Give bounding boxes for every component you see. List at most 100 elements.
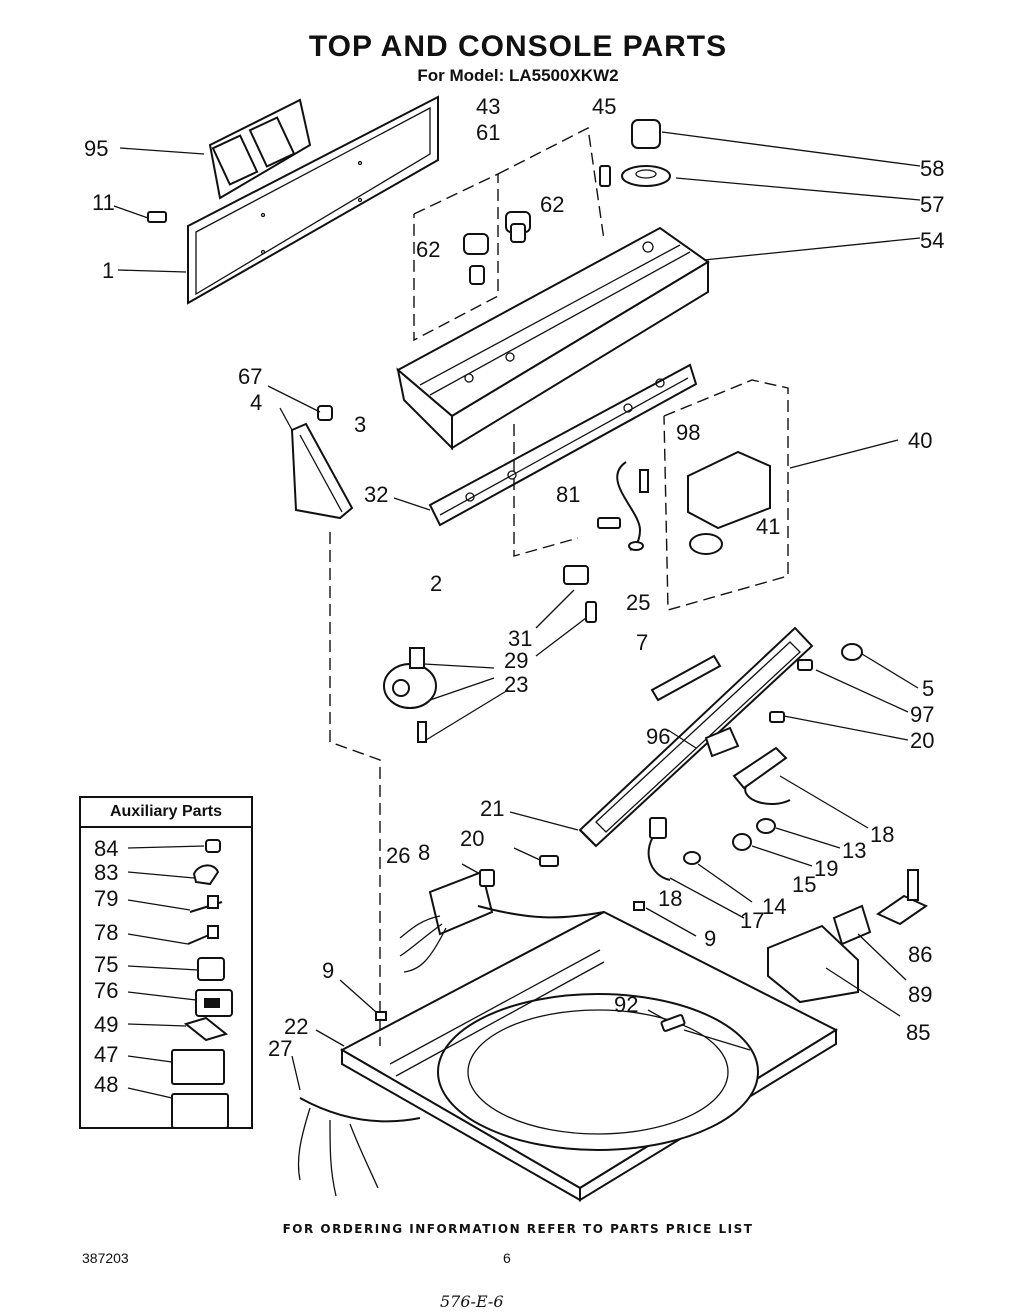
bracket-95-part [208, 98, 312, 200]
callout-label: 9 [322, 958, 334, 983]
aux-leader-lines [127, 845, 205, 1099]
callout-label: 58 [920, 156, 944, 181]
callout-label: 57 [920, 192, 944, 217]
aux-item-label: 75 [94, 952, 118, 977]
callout-label: 21 [480, 796, 504, 821]
callout-label: 9 [704, 926, 716, 951]
lid-switch-part [687, 450, 771, 555]
callout-label: 54 [920, 228, 944, 253]
screw-11-part [147, 211, 167, 223]
callout-label: 31 [508, 626, 532, 651]
callout-label: 13 [842, 838, 866, 863]
aux-item-label: 83 [94, 860, 118, 885]
alignment-guides [329, 126, 789, 1046]
callout-label: 18 [870, 822, 894, 847]
knob-61-part [463, 233, 489, 285]
page-title: TOP AND CONSOLE PARTS [308, 30, 728, 63]
callout-label: 32 [364, 482, 388, 507]
callout-label: 29 [504, 648, 528, 673]
callout-label: 2 [430, 571, 442, 596]
callout-label: 67 [238, 364, 262, 389]
callout-label: 27 [268, 1036, 292, 1061]
timer-knob-part [599, 119, 671, 187]
callout-label: 25 [626, 590, 650, 615]
handwritten-note: 576-E-6 [440, 1292, 504, 1311]
callout-label: 4 [250, 390, 262, 415]
callout-label: 95 [84, 136, 108, 161]
clip-67-part [317, 405, 333, 421]
ordering-note: FOR ORDERING INFORMATION REFER TO PARTS … [282, 1222, 754, 1236]
aux-item-label: 78 [94, 920, 118, 945]
switch-assembly-part [647, 746, 791, 881]
callout-label: 81 [556, 482, 580, 507]
model-subtitle: For Model: LA5500XKW2 [417, 66, 619, 85]
console-bracket-part [428, 363, 698, 527]
lid-frame-part [578, 626, 814, 848]
document-number: 387203 [82, 1250, 129, 1266]
callout-label: 7 [636, 630, 648, 655]
callout-label: 92 [614, 992, 638, 1017]
screw-92-part [660, 1014, 686, 1032]
top-cover-part [339, 910, 839, 1202]
callout-label: 5 [922, 676, 934, 701]
callout-label: 20 [910, 728, 934, 753]
clip-8-part [479, 869, 495, 887]
aux-item-label: 84 [94, 836, 118, 861]
callout-label: 86 [908, 942, 932, 967]
callout-label: 62 [416, 237, 440, 262]
callout-label: 98 [676, 420, 700, 445]
callout-label: 11 [92, 190, 115, 215]
aux-item-label: 49 [94, 1012, 118, 1037]
callout-label: 61 [476, 120, 500, 145]
callout-label: 17 [740, 908, 764, 933]
clip-9-part [375, 901, 645, 1021]
aux-item-label: 47 [94, 1042, 118, 1067]
pressure-switch-part [383, 647, 437, 743]
back-panel-part [187, 95, 439, 305]
lid-bumper-7-part [650, 654, 722, 702]
hinge-96-part [704, 726, 740, 758]
callout-label: 14 [762, 894, 786, 919]
callout-label: 41 [756, 514, 780, 539]
callout-label: 8 [418, 840, 430, 865]
callout-label: 26 [386, 843, 410, 868]
callout-label: 3 [354, 412, 366, 437]
callout-label: 97 [910, 702, 934, 727]
callout-label: 62 [540, 192, 564, 217]
ground-wire-part [597, 461, 649, 551]
bracket-85-part [767, 924, 859, 1004]
callout-label: 45 [592, 94, 616, 119]
callout-label: 20 [460, 826, 484, 851]
page-number: 6 [503, 1250, 511, 1266]
auxiliary-parts-panel: Auxiliary Parts [79, 796, 253, 1129]
bumper-5-part [769, 643, 863, 723]
callout-label: 96 [646, 724, 670, 749]
callout-label: 15 [792, 872, 816, 897]
end-cap-part [290, 422, 354, 520]
callout-label: 85 [906, 1020, 930, 1045]
callout-label: 1 [102, 258, 114, 283]
callout-label: 40 [908, 428, 932, 453]
screw-20-part [539, 855, 559, 867]
auxiliary-parts-heading: Auxiliary Parts [81, 798, 251, 828]
callout-label: 19 [814, 856, 838, 881]
callout-label: 89 [908, 982, 932, 1007]
aux-part-icons [171, 839, 233, 1129]
wire-harness-part [297, 870, 605, 1197]
callout-labels: 95 11 1 43 61 45 58 57 62 62 54 67 4 3 3… [84, 94, 944, 1061]
callout-label: 18 [658, 886, 682, 911]
callout-label: 23 [504, 672, 528, 697]
aux-item-label: 48 [94, 1072, 118, 1097]
console-panel-part [396, 226, 710, 451]
leader-lines [113, 131, 921, 1091]
aux-item-label: 79 [94, 886, 118, 911]
knob-62-part [505, 211, 531, 243]
callout-label: 43 [476, 94, 500, 119]
switch-89-part [832, 904, 872, 946]
bracket-31-part [563, 565, 597, 623]
callout-label: 22 [284, 1014, 308, 1039]
switch-86-part [875, 869, 929, 926]
aux-item-label: 76 [94, 978, 118, 1003]
